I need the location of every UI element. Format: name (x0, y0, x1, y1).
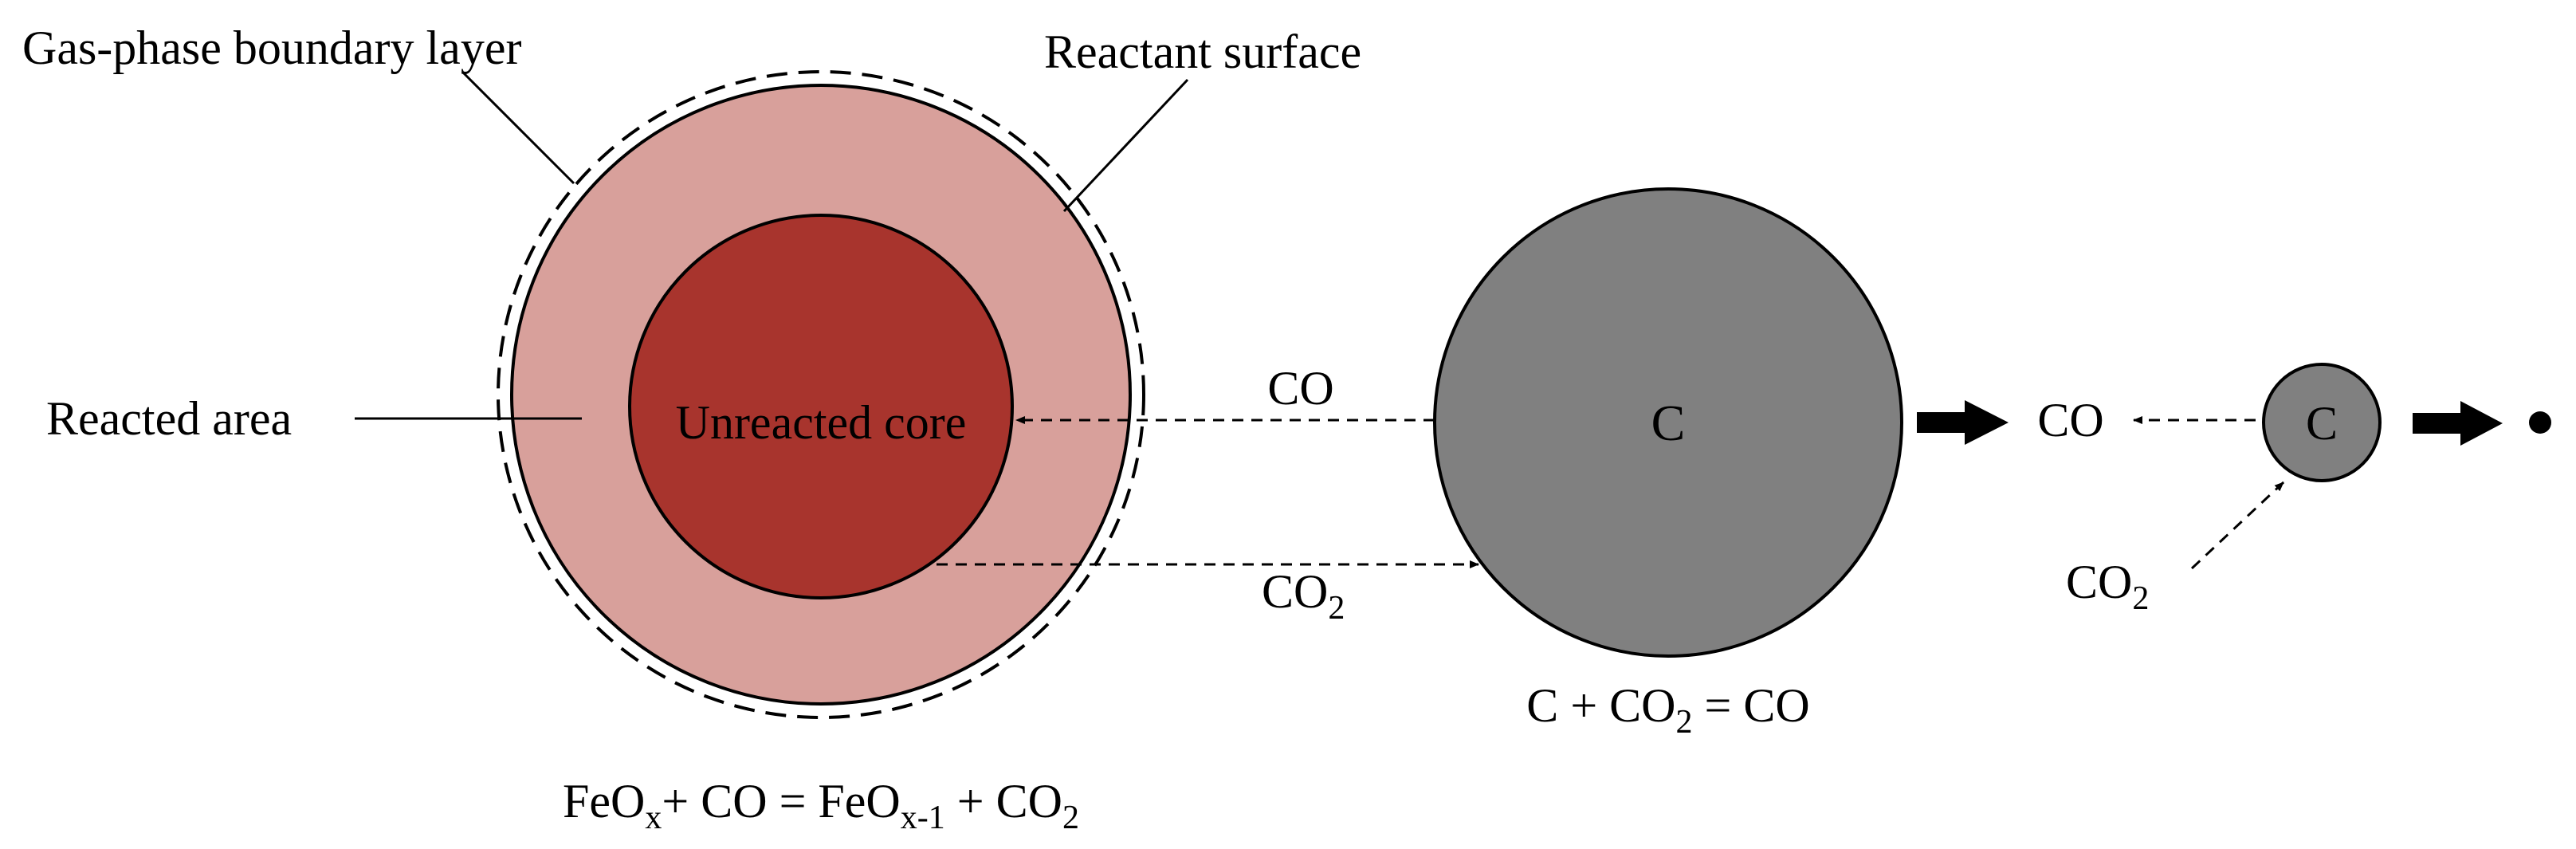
equation-iron-oxide: FeOx+ CO = FeOx-1 + CO2 (563, 775, 1079, 836)
co2-arrow-to-small-carbon (2190, 481, 2285, 570)
label-co2-bottom: CO2 (2066, 556, 2149, 617)
leader-gas-boundary (461, 70, 575, 185)
progress-arrow-1 (1917, 400, 2009, 445)
label-gas-boundary: Gas-phase boundary layer (22, 22, 521, 74)
equation-carbon: C + CO2 = CO (1526, 679, 1809, 741)
unreacted-core (628, 214, 1014, 599)
carbon-particle-small (2262, 363, 2382, 482)
label-co-right: CO (2037, 394, 2103, 446)
carbon-particle-large (1433, 187, 1903, 658)
progress-arrow-2 (2413, 401, 2503, 446)
label-unreacted-core: Unreacted core (676, 396, 967, 449)
label-reacted-area: Reacted area (46, 392, 292, 445)
label-co2-mid: CO2 (1262, 565, 1345, 627)
label-carbon-large: C (1651, 395, 1686, 451)
gas-phase-boundary-layer (497, 70, 1145, 719)
leader-reactant-surface (1062, 78, 1189, 213)
residue-dot (2529, 411, 2551, 434)
label-carbon-small: C (2306, 397, 2338, 450)
label-reactant-surface: Reactant surface (1044, 26, 1361, 78)
label-co-top: CO (1267, 362, 1333, 415)
